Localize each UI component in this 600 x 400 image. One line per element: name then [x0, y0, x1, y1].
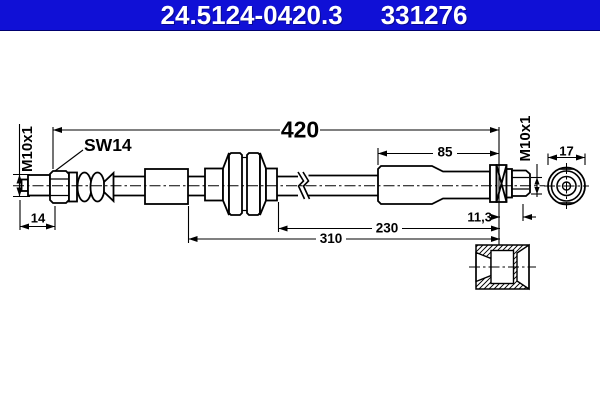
protective-sleeve: [377, 165, 491, 205]
left-thread-label: M10x1: [19, 126, 36, 172]
right-thread-label: M10x1: [517, 116, 534, 162]
dim-420-value: 420: [281, 117, 319, 143]
dim-sleeve-length: 85: [377, 145, 499, 165]
dim-14-value: 14: [31, 211, 46, 226]
crimp-collar: [68, 170, 115, 204]
sleeve-band: [144, 168, 189, 205]
hex-nut: [49, 170, 70, 204]
brake-hose-drawing: 420 14 M10x1 SW14: [13, 116, 589, 291]
wrench-size-label: SW14: [54, 135, 132, 172]
hose-break-symbol: [297, 171, 311, 200]
hose-segment: [308, 174, 378, 197]
dim-right-thread-diameter: [531, 164, 542, 197]
dim-left-thread-length: 14: [19, 200, 56, 230]
dim-17-value: 17: [559, 144, 573, 159]
dim-end-diameter: 17: [547, 144, 586, 165]
right-fitting: [489, 164, 531, 203]
part-number: 24.5124-0420.3: [160, 0, 343, 30]
dim-length-310: 310: [187, 206, 500, 246]
hose-segment: [277, 175, 298, 197]
dim-85-value: 85: [437, 145, 453, 160]
hose-segment: [188, 175, 205, 197]
hose-segment: [113, 175, 145, 197]
mounting-grommet: [204, 152, 278, 216]
dim-230-value: 230: [376, 221, 399, 236]
dim-left-thread-diameter: [13, 124, 30, 198]
sw14-text: SW14: [84, 135, 132, 155]
title-bar: 24.5124-0420.3 331276: [0, 0, 600, 31]
centerlines: [13, 163, 589, 268]
catalog-number: 331276: [380, 0, 468, 30]
dim-310-value: 310: [320, 231, 343, 246]
dim-overall-length: 420: [52, 117, 500, 245]
dim-length-230: 230: [277, 202, 500, 236]
dim-seat-depth: 11,3: [467, 204, 536, 225]
dim-11-3-value: 11,3: [467, 210, 492, 225]
